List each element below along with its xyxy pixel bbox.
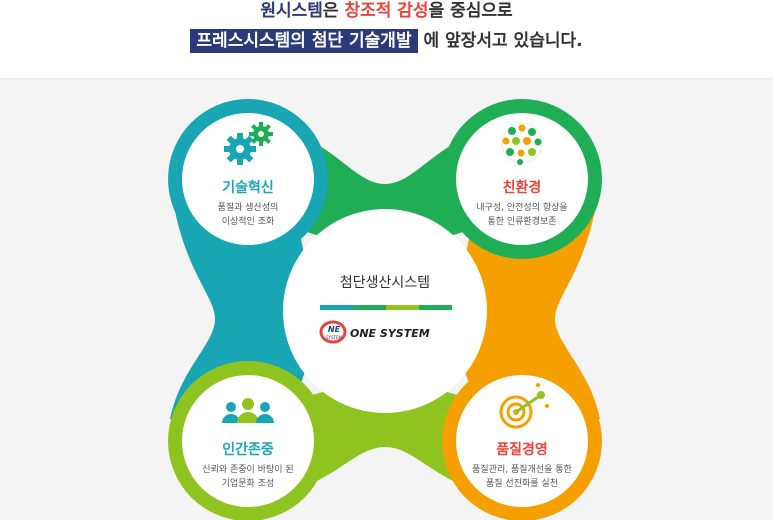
diagram-area: 기술혁신 품질과 생산성의 이상적인 조화 친환경 내구성, 안전성의 향상을 … bbox=[0, 79, 773, 520]
node-tl-inner bbox=[182, 113, 314, 245]
header-section: 원시스템은 창조적 감성을 중심으로 프레스시스템의 첨단 기술개발 에 앞장서… bbox=[0, 0, 773, 79]
node-tr-desc-2: 통한 인류환경보존 bbox=[487, 215, 556, 227]
one-system-logo: NE SYSTEM ONE SYSTEM bbox=[319, 320, 430, 344]
node-tl-title: 기술혁신 bbox=[222, 179, 274, 196]
node-br-desc-2: 품질 선진화를 실천 bbox=[486, 477, 558, 489]
center-title: 첨단생산시스템 bbox=[340, 275, 430, 291]
node-tr-title: 친환경 bbox=[503, 179, 542, 196]
node-tl-desc-1: 품질과 생산성의 bbox=[218, 201, 279, 213]
color-bar bbox=[320, 305, 452, 310]
gears-icon bbox=[224, 122, 273, 165]
logo-mark: NE bbox=[328, 325, 341, 334]
logo-mark-sub: SYSTEM bbox=[326, 335, 342, 340]
headline-line-2: 프레스시스템의 첨단 기술개발 에 앞장서고 있습니다. bbox=[0, 28, 773, 54]
node-tr-inner bbox=[456, 113, 588, 245]
logo-text: ONE SYSTEM bbox=[350, 327, 430, 340]
node-br-inner bbox=[456, 375, 588, 507]
brand-name: 원시스템 bbox=[260, 1, 323, 21]
node-br-title: 품질경영 bbox=[496, 441, 548, 458]
node-bl-title: 인간존중 bbox=[222, 441, 274, 458]
headline-text-b: 을 중심으로 bbox=[428, 1, 513, 21]
node-bl-desc-1: 신뢰와 존중이 바탕이 된 bbox=[202, 463, 293, 475]
center-circle bbox=[283, 209, 487, 413]
eco-globe-icon bbox=[501, 122, 543, 165]
node-br-desc-1: 품질관리, 품질개선을 통한 bbox=[472, 463, 572, 475]
headline-emphasis: 창조적 감성 bbox=[344, 1, 429, 21]
value-diagram: 기술혁신 품질과 생산성의 이상적인 조화 친환경 내구성, 안전성의 향상을 … bbox=[168, 99, 602, 520]
node-tl-desc-2: 이상적인 조화 bbox=[222, 215, 275, 227]
node-tr-desc-1: 내구성, 안전성의 향상을 bbox=[476, 201, 567, 213]
headline-highlight: 프레스시스템의 첨단 기술개발 bbox=[190, 29, 418, 53]
node-bl-inner bbox=[182, 375, 314, 507]
headline-line-1: 원시스템은 창조적 감성을 중심으로 bbox=[0, 0, 773, 22]
headline-text-a: 은 bbox=[322, 1, 345, 21]
people-icon bbox=[222, 398, 274, 423]
headline-text-c: 에 앞장서고 있습니다. bbox=[417, 31, 583, 51]
target-icon bbox=[499, 383, 549, 429]
node-bl-desc-2: 기업문화 조성 bbox=[222, 478, 275, 489]
